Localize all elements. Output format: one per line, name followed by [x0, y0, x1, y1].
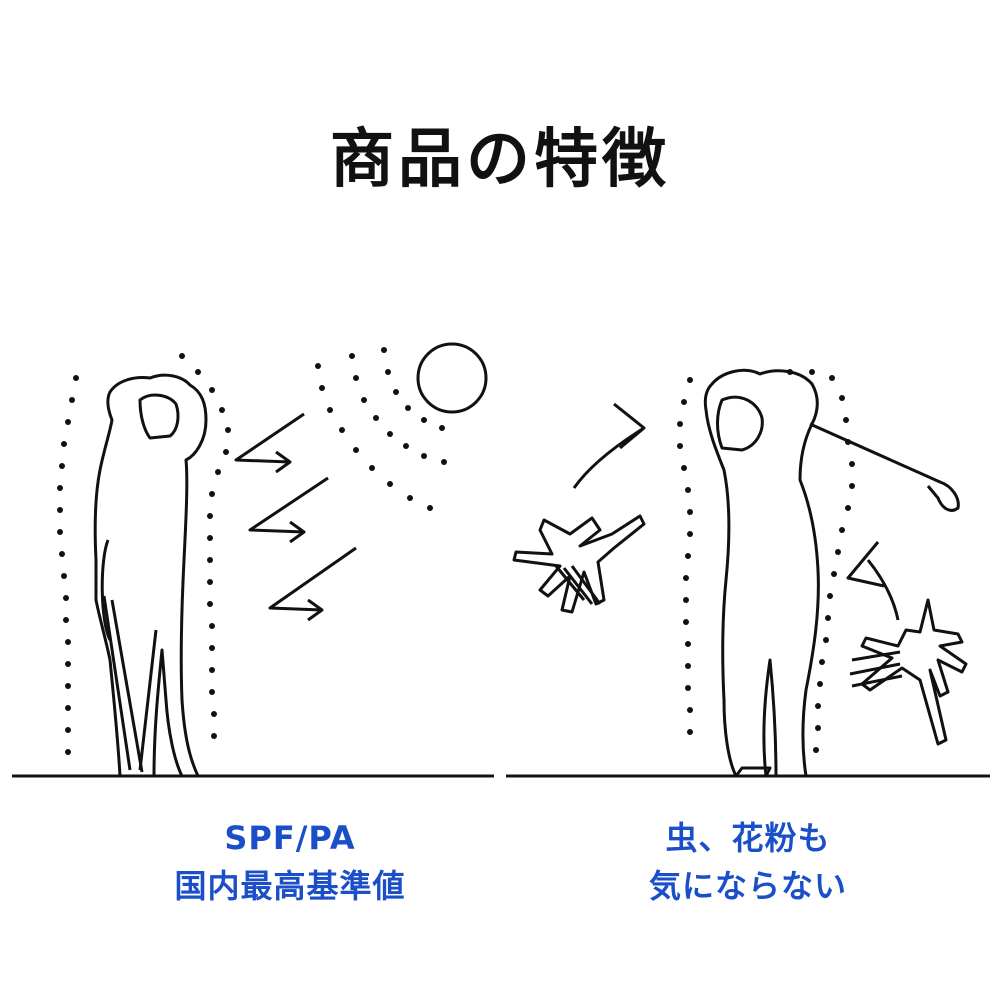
golfer-swinging-icon [703, 368, 960, 778]
repel-arc-arrows [572, 402, 900, 621]
feature-caption-insect: 虫、花粉も 気にならない [548, 814, 948, 910]
protective-aura-dots-right [677, 369, 855, 753]
protective-aura-dots-left [57, 353, 231, 755]
sun-ray-dots [315, 347, 447, 511]
insect-icon [512, 514, 646, 614]
golfer-standing-icon [93, 373, 208, 778]
sun-icon [416, 342, 488, 414]
feature-line-2: 国内最高基準値 [174, 867, 406, 905]
feature-line-1: 虫、花粉も [665, 819, 831, 857]
feature-caption-uv: SPF/PA 国内最高基準値 [90, 814, 490, 910]
deflected-ray-arrows [234, 412, 357, 622]
insect-icon [849, 598, 968, 746]
page-title: 商品の特徴 [330, 123, 670, 197]
feature-line-2: 気にならない [648, 867, 847, 905]
feature-line-1: SPF/PA [224, 819, 356, 857]
